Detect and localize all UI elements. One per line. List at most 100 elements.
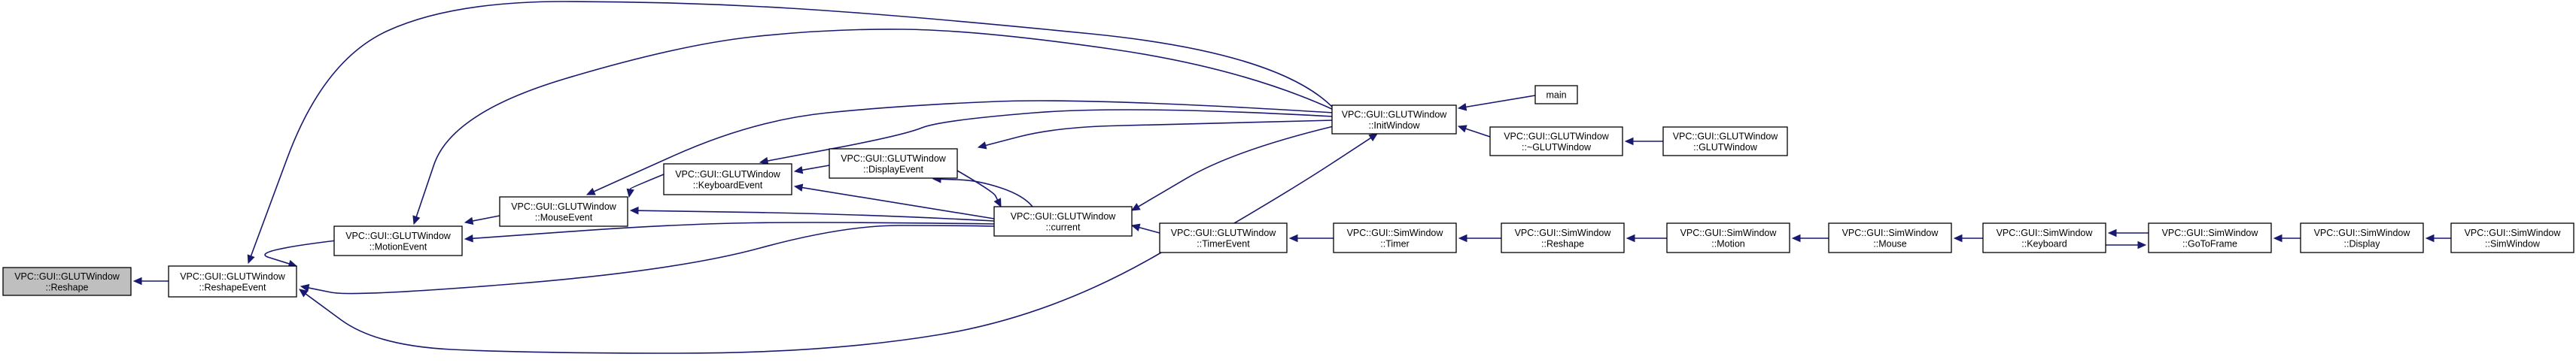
- node-label-line: VPC::GUI::GLUTWindow: [841, 153, 947, 164]
- node-simKeyboard[interactable]: VPC::GUI::SimWindow::Keyboard: [1982, 222, 2106, 253]
- edge-simKeyboard-to-simMouse: [1953, 234, 1983, 243]
- nodes-layer: VPC::GUI::GLUTWindow::ReshapeVPC::GUI::G…: [2, 85, 2574, 298]
- node-keyboardEvent[interactable]: VPC::GUI::GLUTWindow::KeyboardEvent: [663, 163, 792, 195]
- node-label-line: VPC::GUI::GLUTWindow: [675, 169, 781, 180]
- node-initWindow[interactable]: VPC::GUI::GLUTWindow::InitWindow: [1331, 104, 1457, 135]
- edge-line: [629, 174, 665, 190]
- edge-line: [956, 170, 999, 201]
- node-label-line: ::ReshapeEvent: [199, 282, 266, 292]
- edge-line: [308, 225, 995, 295]
- node-simTimer[interactable]: VPC::GUI::SimWindow::Timer: [1333, 222, 1457, 253]
- arrowhead-icon: [1288, 234, 1298, 243]
- edge-line: [472, 222, 995, 240]
- node-label-line: VPC::GUI::GLUTWindow: [1504, 131, 1610, 141]
- arrowhead-icon: [1953, 234, 1963, 243]
- arrowhead-icon: [464, 234, 473, 243]
- node-box: [663, 163, 792, 195]
- node-label-line: ::~GLUTWindow: [1522, 142, 1592, 153]
- node-label-line: VPC::GUI::GLUTWindow: [1673, 131, 1779, 141]
- node-box: [829, 148, 958, 179]
- node-box: [2, 267, 132, 296]
- node-label-line: ::current: [1046, 222, 1081, 232]
- arrowhead-icon: [1626, 234, 1635, 243]
- arrowhead-icon: [1130, 223, 1141, 231]
- node-label-line: ::Timer: [1380, 238, 1409, 249]
- node-box: [1534, 85, 1578, 104]
- node-label-line: ::Reshape: [1541, 238, 1584, 249]
- edge-line: [305, 252, 1162, 354]
- node-motionEvent[interactable]: VPC::GUI::GLUTWindow::MotionEvent: [333, 225, 463, 256]
- node-reshapeEvent[interactable]: VPC::GUI::GLUTWindow::ReshapeEvent: [168, 265, 297, 298]
- node-simGoToFrame[interactable]: VPC::GUI::SimWindow::GoToFrame: [2148, 222, 2272, 253]
- edge-line: [250, 1, 1334, 256]
- node-simMotion[interactable]: VPC::GUI::SimWindow::Motion: [1666, 222, 1790, 253]
- arrowhead-icon: [300, 283, 310, 292]
- node-label-line: ::Mouse: [1873, 238, 1907, 249]
- node-main[interactable]: main: [1534, 85, 1578, 104]
- edge-simGoToFrame-to-simKeyboard: [2107, 228, 2149, 237]
- arrowhead-icon: [629, 206, 639, 215]
- node-ctor[interactable]: VPC::GUI::GLUTWindow::GLUTWindow: [1662, 126, 1788, 156]
- edge-mouseEvent-to-motionEvent: [464, 215, 500, 225]
- arrowhead-icon: [1130, 203, 1141, 211]
- node-label-line: VPC::GUI::GLUTWindow: [511, 201, 617, 212]
- node-simDisplay[interactable]: VPC::GUI::SimWindow::Display: [2300, 222, 2424, 253]
- edge-line: [985, 119, 1334, 147]
- node-mouseEvent[interactable]: VPC::GUI::GLUTWindow::MouseEvent: [499, 196, 628, 227]
- edge-initWindow-to-displayEvent: [977, 119, 1334, 150]
- node-simMouse[interactable]: VPC::GUI::SimWindow::Mouse: [1828, 222, 1952, 253]
- node-label-line: VPC::GUI::SimWindow: [2465, 228, 2562, 238]
- arrowhead-icon: [2273, 234, 2283, 243]
- node-label-line: VPC::GUI::GLUTWindow: [14, 271, 120, 282]
- edge-reshapeEvent-to-reshape: [132, 277, 169, 286]
- arrowhead-icon: [1458, 234, 1467, 243]
- node-box: [499, 196, 628, 227]
- node-label-line: ::Motion: [1711, 238, 1745, 249]
- node-reshape[interactable]: VPC::GUI::GLUTWindow::Reshape: [2, 267, 132, 296]
- node-label-line: ::TimerEvent: [1197, 238, 1250, 249]
- node-dtor[interactable]: VPC::GUI::GLUTWindow::~GLUTWindow: [1489, 126, 1623, 156]
- edge-initWindow-to-current: [1130, 126, 1334, 211]
- edge-simCtor-to-simDisplay: [2425, 234, 2451, 243]
- node-box: [2148, 222, 2272, 253]
- node-current[interactable]: VPC::GUI::GLUTWindow::current: [993, 206, 1133, 237]
- edge-simKeyboard-to-simGoToFrame: [2106, 240, 2147, 250]
- node-label-line: VPC::GUI::GLUTWindow: [180, 271, 286, 282]
- edges-layer: [132, 1, 2451, 354]
- node-box: [1662, 126, 1788, 156]
- edge-current-to-displayEvent: [932, 175, 1033, 207]
- edge-initWindow-to-motionEvent: [412, 29, 1334, 225]
- node-label-line: ::GoToFrame: [2182, 238, 2237, 249]
- edge-simMouse-to-simMotion: [1791, 234, 1829, 243]
- edge-line: [1233, 137, 1372, 224]
- edge-initWindow-to-keyboardEvent: [759, 109, 1334, 165]
- node-label-line: ::GLUTWindow: [1693, 142, 1758, 153]
- node-simReshape[interactable]: VPC::GUI::SimWindow::Reshape: [1501, 222, 1625, 253]
- arrowhead-icon: [2137, 240, 2147, 250]
- node-label-line: VPC::GUI::SimWindow: [2162, 228, 2259, 238]
- edge-simTimer-to-timerEvent: [1288, 234, 1334, 243]
- edge-line: [940, 178, 1033, 207]
- edge-simDisplay-to-simGoToFrame: [2273, 234, 2301, 243]
- node-label-line: VPC::GUI::SimWindow: [1842, 228, 1939, 238]
- node-label-line: ::Keyboard: [2021, 238, 2067, 249]
- edge-displayEvent-to-current: [956, 170, 1002, 208]
- node-displayEvent[interactable]: VPC::GUI::GLUTWindow::DisplayEvent: [829, 148, 958, 179]
- node-label-line: VPC::GUI::GLUTWindow: [1011, 211, 1117, 222]
- edge-current-to-reshapeEvent: [300, 225, 995, 295]
- node-simCtor[interactable]: VPC::GUI::SimWindow::SimWindow: [2450, 222, 2574, 253]
- node-label-line: ::Reshape: [46, 282, 89, 292]
- node-box: [1666, 222, 1790, 253]
- edge-motionEvent-to-reshapeEvent: [264, 240, 337, 268]
- node-label-line: ::MotionEvent: [370, 241, 427, 252]
- node-label-line: main: [1546, 90, 1566, 101]
- node-timerEvent[interactable]: VPC::GUI::GLUTWindow::TimerEvent: [1159, 222, 1288, 253]
- arrowhead-icon: [993, 198, 1002, 208]
- arrowhead-icon: [1368, 133, 1379, 142]
- edge-ctor-to-dtor: [1624, 137, 1663, 146]
- edge-line: [264, 240, 337, 265]
- node-box: [1828, 222, 1952, 253]
- edge-main-to-initWindow: [1457, 95, 1536, 111]
- edge-line: [1138, 126, 1334, 207]
- arrowhead-icon: [1457, 125, 1467, 133]
